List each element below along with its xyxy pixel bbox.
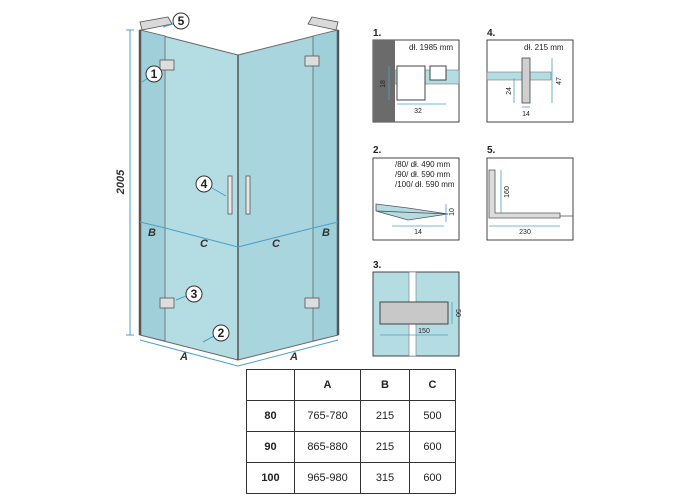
dim-line-c-left bbox=[164, 227, 239, 248]
dim-a-right: A bbox=[289, 351, 298, 363]
detail-2-note-3: /100/ dł. 590 mm bbox=[395, 180, 455, 189]
detail-5-box bbox=[486, 157, 574, 241]
detail-1-box bbox=[372, 39, 460, 123]
hinge-bottom-left bbox=[159, 297, 175, 309]
detail-1-note: dł. 1985 mm bbox=[409, 43, 453, 52]
detail-4-number: 4. bbox=[487, 28, 496, 39]
callout-2: 2 bbox=[202, 324, 230, 343]
door-handle-right bbox=[245, 175, 251, 215]
svg-text:5: 5 bbox=[178, 14, 185, 28]
dim-line-a-right bbox=[237, 339, 339, 367]
top-profile-right bbox=[307, 16, 339, 31]
table-cell: 80 bbox=[246, 400, 295, 432]
table-header-row: A B C bbox=[246, 369, 456, 401]
detail-5-dim-h: 230 bbox=[519, 229, 531, 236]
svg-text:1: 1 bbox=[151, 67, 158, 81]
detail-2-number: 2. bbox=[373, 145, 382, 156]
detail-3-box bbox=[372, 271, 460, 357]
dim-c-right: C bbox=[272, 238, 281, 250]
svg-text:4: 4 bbox=[201, 177, 208, 191]
table-cell: 315 bbox=[360, 462, 410, 494]
dim-b-left: B bbox=[148, 227, 156, 239]
detail-1-number: 1. bbox=[373, 28, 382, 39]
detail-4-dim-v2: 47 bbox=[556, 77, 563, 85]
dim-line-c-right bbox=[237, 227, 314, 248]
table-header-cell: C bbox=[409, 369, 456, 401]
dim-c-left: C bbox=[200, 238, 209, 250]
detail-3-dim-h: 150 bbox=[418, 328, 430, 335]
detail-4-dim-v1: 24 bbox=[506, 87, 513, 95]
svg-text:3: 3 bbox=[191, 287, 198, 301]
callout-1: 1 bbox=[141, 65, 163, 83]
table-row: 80 765-780 215 500 bbox=[246, 400, 456, 432]
table-header-cell bbox=[246, 369, 295, 401]
table-header-cell: A bbox=[294, 369, 361, 401]
table-header-cell: B bbox=[360, 369, 410, 401]
fixed-panel-right bbox=[312, 29, 339, 342]
detail-2-box bbox=[372, 157, 460, 241]
table-cell: 600 bbox=[409, 462, 456, 494]
detail-2-note-2: /90/ dł. 590 mm bbox=[395, 170, 450, 179]
table-cell: 100 bbox=[246, 462, 295, 494]
callout-5: 5 bbox=[162, 12, 190, 30]
detail-2-dim-h: 14 bbox=[414, 229, 422, 236]
detail-3-dim-v: 50 bbox=[454, 309, 461, 317]
detail-5-number: 5. bbox=[487, 145, 496, 156]
table-cell: 90 bbox=[246, 431, 295, 463]
table-cell: 500 bbox=[409, 400, 456, 432]
table-row: 100 965-980 315 600 bbox=[246, 462, 456, 494]
detail-2-dim-v: 10 bbox=[449, 208, 456, 216]
detail-4-dim-h: 14 bbox=[522, 111, 530, 118]
table-row: 90 865-880 215 600 bbox=[246, 431, 456, 463]
callout-4: 4 bbox=[195, 175, 227, 197]
table-cell: 865-880 bbox=[294, 431, 361, 463]
dimensions-table: A B C 80 765-780 215 500 90 865-880 215 … bbox=[246, 369, 456, 494]
door-handle-left bbox=[227, 175, 233, 215]
dim-line-a-left bbox=[139, 339, 239, 367]
table-cell: 765-780 bbox=[294, 400, 361, 432]
detail-4-box bbox=[486, 39, 574, 123]
table-cell: 600 bbox=[409, 431, 456, 463]
dim-a-left: A bbox=[179, 351, 188, 363]
height-label: 2005 bbox=[115, 169, 127, 195]
dim-line-b-right bbox=[312, 221, 339, 229]
detail-1-dim-h: 32 bbox=[414, 108, 422, 115]
table-cell: 215 bbox=[360, 400, 410, 432]
dim-b-right: B bbox=[322, 227, 330, 239]
svg-text:2: 2 bbox=[218, 326, 225, 340]
hinge-bottom-right bbox=[304, 297, 320, 309]
dim-line-b-left bbox=[139, 221, 166, 229]
table-cell: 965-980 bbox=[294, 462, 361, 494]
top-profile-left bbox=[139, 16, 173, 31]
detail-4-note: dł. 215 mm bbox=[524, 43, 564, 52]
detail-1-dim-v: 18 bbox=[380, 80, 387, 88]
hinge-top-left bbox=[159, 59, 175, 71]
table-cell: 215 bbox=[360, 431, 410, 463]
detail-5-dim-v: 160 bbox=[504, 186, 511, 198]
callout-3: 3 bbox=[175, 285, 203, 303]
hinge-top-right bbox=[304, 55, 320, 67]
detail-3-number: 3. bbox=[373, 260, 382, 271]
detail-2-note-1: /80/ dł. 490 mm bbox=[395, 160, 450, 169]
